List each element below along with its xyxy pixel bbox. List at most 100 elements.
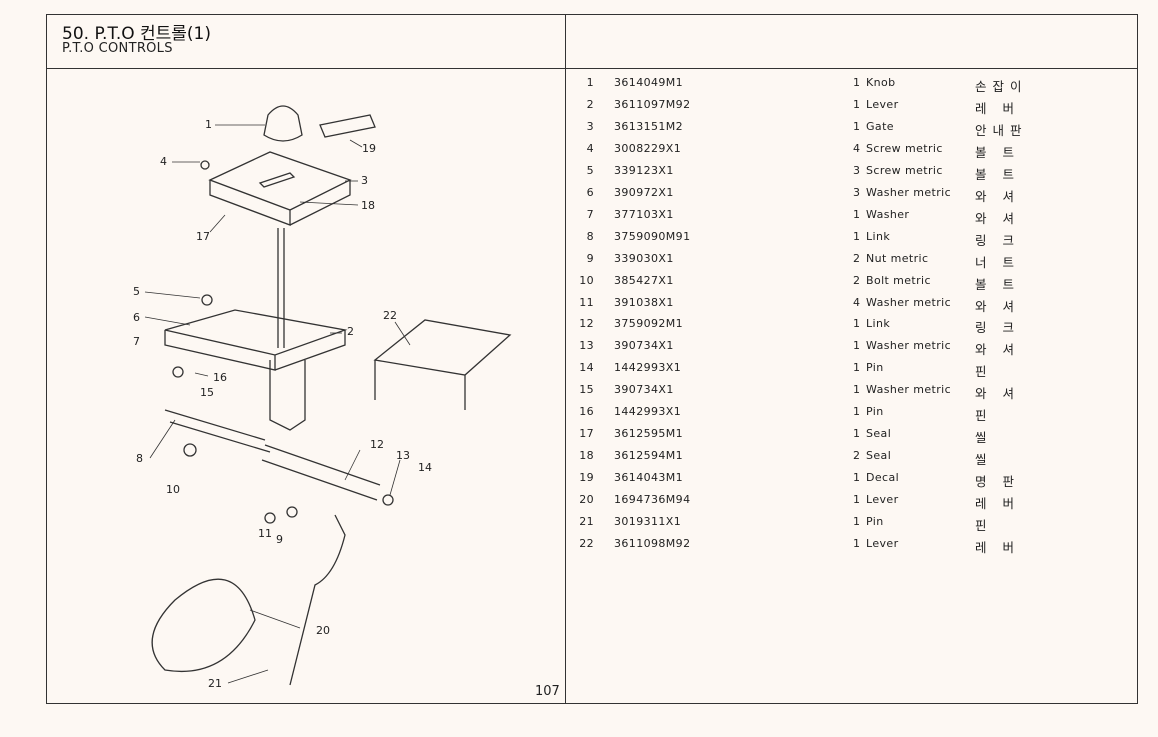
korean-name: 핀 bbox=[975, 408, 993, 424]
item-number: 13 bbox=[579, 339, 594, 353]
korean-name: 와 셔 bbox=[975, 210, 1020, 226]
callout: 3 bbox=[361, 174, 368, 187]
page-number: 107 bbox=[535, 684, 560, 699]
header-divider bbox=[46, 68, 1138, 69]
part-number: 3612595M1 bbox=[614, 427, 684, 441]
korean-name: 안내판 bbox=[975, 122, 1028, 138]
callout: 2 bbox=[347, 325, 354, 338]
item-number: 10 bbox=[579, 273, 594, 287]
description: Knob bbox=[866, 76, 896, 89]
part-number: 3614049M1 bbox=[614, 76, 684, 89]
item-number: 4 bbox=[586, 141, 594, 155]
description: Decal bbox=[866, 471, 900, 485]
part-number: 1694736M94 bbox=[614, 493, 691, 507]
item-number: 7 bbox=[586, 207, 594, 221]
callout: 12 bbox=[370, 438, 384, 451]
callout: 11 bbox=[258, 527, 272, 540]
korean-name: 레 버 bbox=[975, 539, 1020, 555]
korean-name: 너 트 bbox=[975, 254, 1020, 270]
description: Link bbox=[866, 229, 891, 243]
korean-name: 와 셔 bbox=[975, 342, 1020, 358]
item-number: 20 bbox=[579, 493, 594, 507]
quantity: 2 bbox=[853, 449, 861, 463]
quantity: 1 bbox=[853, 97, 861, 111]
part-number: 3019311X1 bbox=[614, 515, 682, 528]
callout: 15 bbox=[200, 386, 214, 399]
part-number: 3612594M1 bbox=[614, 449, 684, 463]
description: Lever bbox=[866, 493, 899, 507]
description: Washer metric bbox=[866, 383, 952, 397]
page-frame bbox=[46, 14, 1138, 704]
quantity: 2 bbox=[853, 273, 861, 287]
part-number: 3759090M91 bbox=[614, 229, 691, 243]
part-number: 390734X1 bbox=[614, 383, 674, 397]
korean-name: 링 크 bbox=[975, 320, 1020, 336]
part-number: 3613151M2 bbox=[614, 119, 684, 133]
parts-row: 1 3614049M1 1 Knob 손잡이 bbox=[570, 76, 1050, 96]
quantity: 1 bbox=[853, 383, 861, 397]
item-number: 9 bbox=[586, 251, 594, 265]
description: Washer metric bbox=[866, 185, 952, 199]
item-number: 6 bbox=[586, 185, 594, 199]
description: Washer metric bbox=[866, 339, 952, 353]
description: Pin bbox=[866, 361, 884, 375]
callout: 7 bbox=[133, 335, 140, 348]
part-number: 3008229X1 bbox=[614, 141, 682, 155]
korean-name: 명 판 bbox=[975, 474, 1020, 490]
quantity: 1 bbox=[853, 536, 861, 550]
description: Nut metric bbox=[866, 251, 929, 265]
item-number: 11 bbox=[579, 295, 594, 309]
korean-name: 핀 bbox=[975, 518, 993, 533]
callout: 5 bbox=[133, 285, 140, 298]
exploded-parts-diagram bbox=[144, 105, 512, 686]
part-number: 1442993X1 bbox=[614, 405, 682, 419]
callout: 8 bbox=[136, 452, 143, 465]
part-number: 1442993X1 bbox=[614, 361, 682, 375]
part-number: 377103X1 bbox=[614, 207, 674, 221]
description: Pin bbox=[866, 405, 884, 419]
description: Seal bbox=[866, 427, 892, 441]
description: Lever bbox=[866, 536, 899, 550]
item-number: 2 bbox=[586, 97, 594, 111]
korean-name: 씰 bbox=[975, 452, 993, 468]
item-number: 1 bbox=[586, 76, 594, 89]
quantity: 1 bbox=[853, 119, 861, 133]
item-number: 15 bbox=[579, 383, 594, 397]
quantity: 1 bbox=[853, 76, 861, 89]
item-number: 8 bbox=[586, 229, 594, 243]
part-number: 390734X1 bbox=[614, 339, 674, 353]
part-number: 339030X1 bbox=[614, 251, 674, 265]
item-number: 5 bbox=[586, 163, 594, 177]
description: Screw metric bbox=[866, 163, 943, 177]
quantity: 1 bbox=[853, 361, 861, 375]
part-number: 3611098M92 bbox=[614, 536, 691, 550]
quantity: 1 bbox=[853, 427, 861, 441]
quantity: 1 bbox=[853, 207, 861, 221]
quantity: 1 bbox=[853, 493, 861, 507]
item-number: 21 bbox=[579, 515, 594, 528]
quantity: 4 bbox=[853, 141, 861, 155]
korean-name: 와 셔 bbox=[975, 188, 1020, 204]
callout: 14 bbox=[418, 461, 432, 474]
callout: 9 bbox=[276, 533, 283, 546]
part-number: 3614043M1 bbox=[614, 471, 684, 485]
callout: 16 bbox=[213, 371, 227, 384]
korean-name: 볼 트 bbox=[975, 144, 1020, 160]
quantity: 1 bbox=[853, 229, 861, 243]
callout: 10 bbox=[166, 483, 180, 496]
quantity: 1 bbox=[853, 515, 861, 528]
description: Screw metric bbox=[866, 141, 943, 155]
korean-name: 손잡이 bbox=[975, 79, 1028, 94]
callout: 13 bbox=[396, 449, 410, 462]
